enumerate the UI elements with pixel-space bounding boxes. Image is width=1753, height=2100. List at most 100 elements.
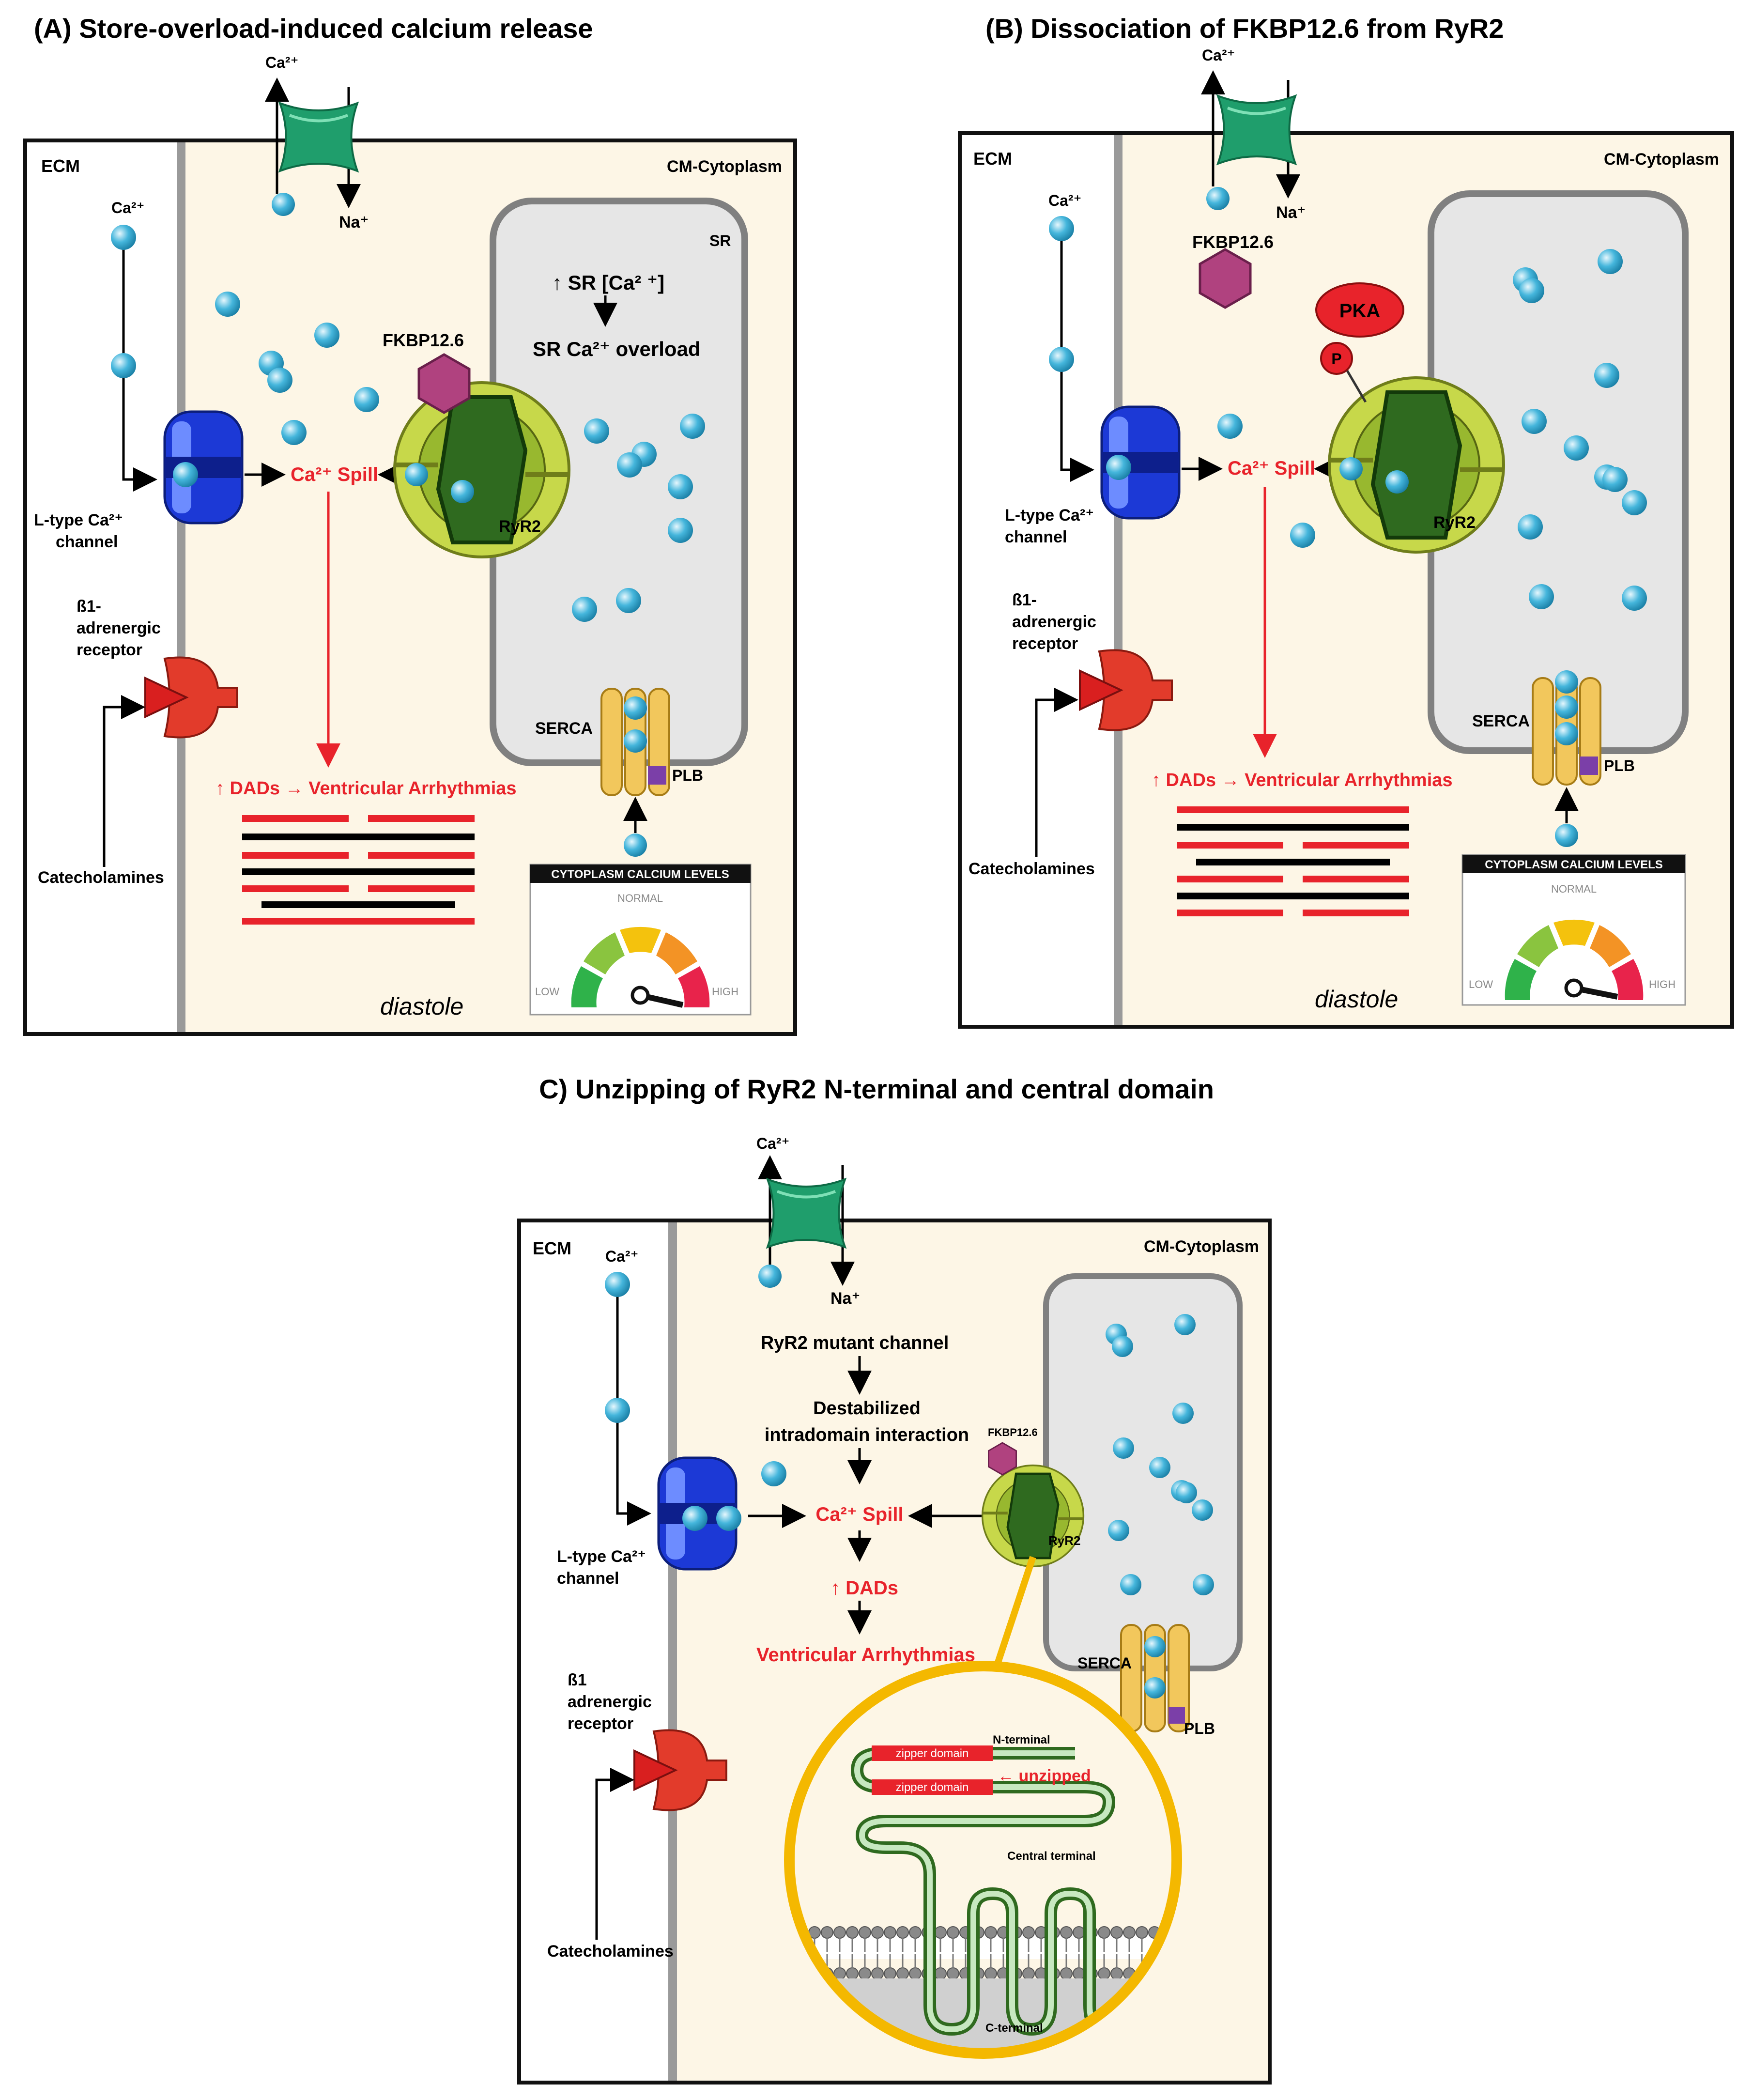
lipid-head <box>846 1967 859 1980</box>
lipid-head <box>1073 1926 1085 1939</box>
fkbp-label: FKBP12.6 <box>383 330 464 350</box>
cytoplasm-label: CM-Cytoplasm <box>1144 1237 1259 1256</box>
lipid-head <box>1123 1926 1136 1939</box>
beta-label-1: ß1- <box>1012 591 1037 609</box>
lipid-head <box>909 1926 922 1939</box>
calcium-ion <box>1176 1482 1197 1503</box>
calcium-ion <box>761 1461 786 1486</box>
gauge-high: HIGH <box>1649 978 1676 990</box>
beta-label-1: ß1- <box>77 597 101 616</box>
sr-label: SR <box>709 232 731 249</box>
zipper-domain-2 <box>872 1779 993 1795</box>
plb-square <box>1580 757 1598 775</box>
calcium-ion <box>716 1506 741 1531</box>
calcium-ion <box>617 452 642 478</box>
n-terminal-label: N-terminal <box>993 1733 1050 1746</box>
calcium-ion <box>281 420 307 445</box>
lipid-head <box>859 1926 871 1939</box>
na-in-label: Na⁺ <box>830 1289 860 1308</box>
gauge-low: LOW <box>1469 978 1493 990</box>
lipid-head <box>896 1926 909 1939</box>
lipid-head <box>884 1967 896 1980</box>
beta-label-2: adrenergic <box>568 1693 652 1711</box>
gauge-normal: NORMAL <box>617 892 663 904</box>
calcium-ion <box>1049 216 1074 241</box>
lipid-head <box>1073 1967 1085 1980</box>
ncx-exchanger <box>768 1179 845 1247</box>
ltype-label-1: L-type Ca²⁺ <box>1005 506 1094 525</box>
dads-label: ↑ DADs <box>830 1577 898 1599</box>
ryr2-label: RyR2 <box>499 517 541 536</box>
ryr2-channel <box>983 1466 1084 1567</box>
plb-square <box>648 766 666 785</box>
calcium-ion <box>624 696 647 720</box>
ca-out-label: Ca²⁺ <box>1202 46 1235 64</box>
ltype-label-2: channel <box>1005 528 1067 546</box>
phosphate <box>1320 342 1353 375</box>
lipid-head <box>947 1967 959 1980</box>
calcium-ion <box>1206 187 1230 210</box>
plb-square <box>1169 1707 1185 1724</box>
ecg-lines <box>1177 806 1409 916</box>
na-in-label: Na⁺ <box>1276 203 1306 222</box>
serca-label: SERCA <box>535 719 593 738</box>
calcium-ion <box>354 387 379 412</box>
central-terminal-label: Central terminal <box>1007 1850 1096 1863</box>
beta-label-3: receptor <box>1012 634 1078 653</box>
calcium-ion <box>1193 1574 1214 1595</box>
calcium-ion <box>668 518 693 543</box>
calcium-ion <box>1519 278 1544 303</box>
diastole-label: diastole <box>1315 986 1398 1013</box>
calcium-ion <box>1598 249 1623 274</box>
destab-label-1: Destabilized <box>813 1398 921 1419</box>
ltype-label-1: L-type Ca²⁺ <box>34 511 123 529</box>
ecm-label: ECM <box>973 149 1012 169</box>
calcium-ion <box>605 1398 630 1423</box>
cytoplasm-label: CM-Cytoplasm <box>667 157 782 176</box>
calcium-ion <box>215 292 240 317</box>
c-terminal-label: C-terminal <box>985 2022 1043 2035</box>
lipid-head <box>1022 1926 1035 1939</box>
fkbp-label: FKBP12.6 <box>988 1426 1038 1438</box>
beta-label-2: adrenergic <box>1012 613 1096 631</box>
calcium-ion <box>1172 1403 1194 1424</box>
lipid-head <box>871 1967 884 1980</box>
ca-out-label: Ca²⁺ <box>265 54 298 71</box>
calcium-ion <box>1144 1636 1166 1657</box>
unzipped-label: ← unzipped <box>998 1767 1091 1785</box>
beta-label-2: adrenergic <box>77 619 161 637</box>
panel-c: C) Unzipping of RyR2 N-terminal and cent… <box>517 1074 1272 2085</box>
calcium-ion <box>758 1265 782 1288</box>
calcium-ion <box>111 353 136 378</box>
zipper-domain-1 <box>872 1745 993 1761</box>
calcium-ion <box>1522 409 1547 434</box>
ca-out-label: Ca²⁺ <box>756 1135 789 1152</box>
gauge-high: HIGH <box>712 986 738 998</box>
ncx-exchanger <box>280 103 357 171</box>
membrane <box>1114 135 1123 1025</box>
calcium-ion <box>1144 1677 1166 1699</box>
calcium-ion <box>682 1506 707 1531</box>
diastole-label: diastole <box>380 993 463 1020</box>
panel-a: (A) Store-overload-induced calcium relea… <box>23 13 797 1036</box>
calcium-ion <box>1385 470 1409 494</box>
na-in-label: Na⁺ <box>339 213 369 232</box>
calcium-ion <box>1192 1499 1213 1521</box>
calcium-gauge: CYTOPLASM CALCIUM LEVELS NORMAL LOW HIGH <box>529 864 752 1016</box>
calcium-ion <box>1112 1336 1133 1357</box>
calcium-ion <box>572 597 597 622</box>
calcium-gauge: CYTOPLASM CALCIUM LEVELS NORMAL LOW HIGH <box>1461 854 1686 1006</box>
ryr2-label: RyR2 <box>1433 513 1476 532</box>
beta-label-3: receptor <box>77 641 142 659</box>
calcium-ion <box>668 474 693 499</box>
calcium-ion <box>1174 1314 1196 1335</box>
gauge-low: LOW <box>535 986 559 998</box>
calcium-ion <box>1339 457 1363 480</box>
lipid-head <box>1136 1926 1148 1939</box>
mutant-label: RyR2 mutant channel <box>761 1333 949 1353</box>
calcium-ion <box>616 588 641 613</box>
calcium-ion <box>314 323 339 348</box>
catecholamines-label: Catecholamines <box>38 868 164 887</box>
calcium-ion <box>1622 586 1647 611</box>
destab-label-2: intradomain interaction <box>765 1425 969 1445</box>
